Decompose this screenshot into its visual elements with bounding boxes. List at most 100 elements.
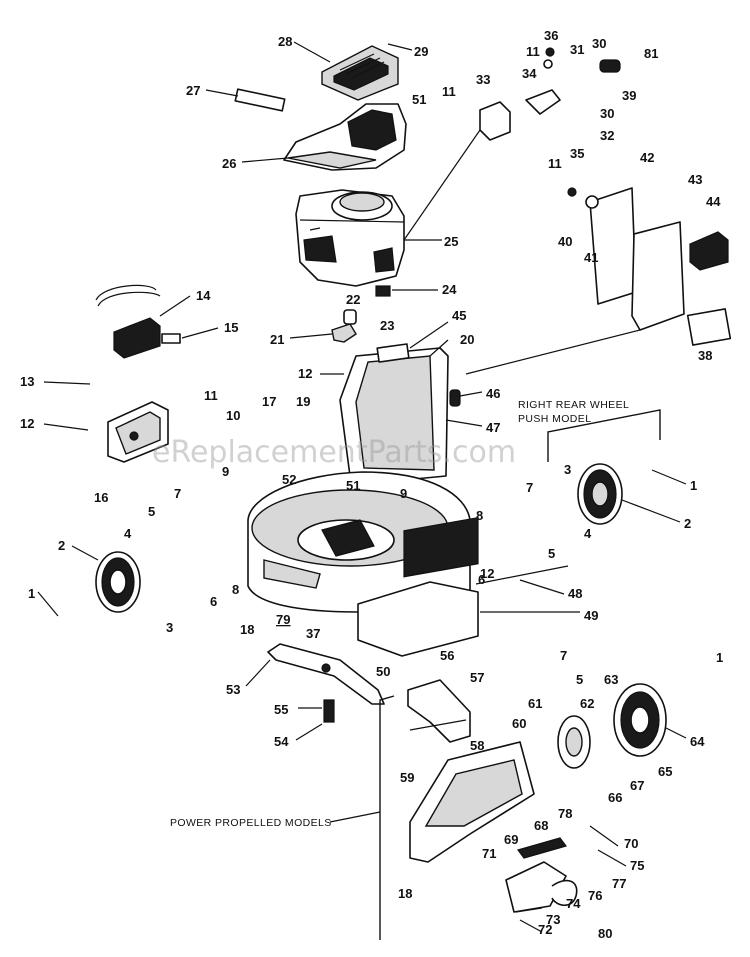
control-knob <box>343 309 357 325</box>
transmission-assembly <box>505 837 578 913</box>
right-rear-wheel <box>577 463 623 525</box>
callout-57: 57 <box>470 670 484 685</box>
callout-47: 47 <box>486 420 500 435</box>
callout-11c: 11 <box>526 44 540 59</box>
callout-33: 33 <box>476 72 490 87</box>
callout-56: 56 <box>440 648 454 663</box>
callout-17: 17 <box>262 394 276 409</box>
callout-20: 20 <box>460 332 474 347</box>
callout-46: 46 <box>486 386 500 401</box>
drive-gear <box>557 715 591 769</box>
callout-12b: 12 <box>298 366 312 381</box>
note-right-rear-line2: PUSH MODEL <box>518 413 591 425</box>
callout-60: 60 <box>512 716 526 731</box>
callout-81: 81 <box>644 46 658 61</box>
blade-bolt <box>323 699 335 723</box>
callout-11a: 11 <box>204 388 218 403</box>
callout-80: 80 <box>598 926 612 941</box>
callout-35: 35 <box>570 146 584 161</box>
callout-2a: 2 <box>58 538 65 553</box>
control-arm <box>525 89 561 115</box>
throttle-control-clip <box>331 323 357 343</box>
callout-68: 68 <box>534 818 548 833</box>
callout-51a: 51 <box>346 478 360 493</box>
spacer <box>375 285 391 297</box>
callout-73: 73 <box>546 912 560 927</box>
callout-41: 41 <box>584 250 598 265</box>
callout-14: 14 <box>196 288 211 303</box>
callout-11b: 11 <box>442 84 456 99</box>
callout-64: 64 <box>690 734 705 749</box>
callout-45: 45 <box>452 308 466 323</box>
callout-10: 10 <box>226 408 240 423</box>
callout-7c: 7 <box>560 648 567 663</box>
callout-1a: 1 <box>28 586 35 601</box>
callout-71: 71 <box>482 846 496 861</box>
note-right-rear-line1: RIGHT REAR WHEEL <box>518 399 629 411</box>
callout-23: 23 <box>380 318 394 333</box>
callout-79: 79 <box>276 612 290 627</box>
callout-24: 24 <box>442 282 457 297</box>
callout-6a: 6 <box>210 594 217 609</box>
callout-7a: 7 <box>174 486 181 501</box>
callout-1c: 1 <box>716 650 723 665</box>
callout-69: 69 <box>504 832 518 847</box>
callout-48: 48 <box>568 586 582 601</box>
callout-30a: 30 <box>592 36 606 51</box>
callout-18a: 18 <box>240 622 254 637</box>
engine-cover-top <box>321 45 399 101</box>
drive-wheel <box>613 683 667 757</box>
callout-40: 40 <box>558 234 572 249</box>
watermark: eReplacementParts.com <box>152 435 516 470</box>
power-propelled-leader <box>329 811 381 823</box>
callout-70: 70 <box>624 836 638 851</box>
callout-67: 67 <box>630 778 644 793</box>
power-propelled-bracket <box>379 695 395 940</box>
callout-4b: 4 <box>584 526 592 541</box>
model-notes: RIGHT REAR WHEEL PUSH MODEL POWER PROPEL… <box>170 399 629 829</box>
callout-3b: 3 <box>564 462 571 477</box>
callout-76: 76 <box>588 888 602 903</box>
callout-61: 61 <box>528 696 542 711</box>
axle-rod <box>475 565 569 585</box>
bolt-40 <box>567 187 577 197</box>
callout-2b: 2 <box>684 516 691 531</box>
callout-9a: 9 <box>222 464 229 479</box>
callout-32: 32 <box>600 128 614 143</box>
callout-12a: 12 <box>20 416 34 431</box>
front-left-wheel <box>95 551 141 613</box>
callout-8a: 8 <box>232 582 239 597</box>
callout-30b: 30 <box>600 106 614 121</box>
callout-77: 77 <box>612 876 626 891</box>
cap <box>599 59 621 73</box>
callout-7b: 7 <box>526 480 533 495</box>
main-leader-25 <box>403 129 481 241</box>
drive-housing <box>409 741 535 863</box>
callout-36: 36 <box>544 28 558 43</box>
callout-52: 52 <box>282 472 296 487</box>
callout-27: 27 <box>186 83 200 98</box>
callout-59: 59 <box>400 770 414 785</box>
callout-5a: 5 <box>148 504 155 519</box>
callout-9b: 9 <box>400 486 407 501</box>
engine <box>295 189 405 287</box>
callout-49: 49 <box>584 608 598 623</box>
callout-12c: 12 <box>480 566 494 581</box>
bag-handle <box>689 231 729 271</box>
callout-5c: 5 <box>576 672 583 687</box>
callout-78: 78 <box>558 806 572 821</box>
mower-blade <box>267 643 385 705</box>
callout-16: 16 <box>94 490 108 505</box>
callout-6b: 6 <box>478 572 485 587</box>
callout-18b: 18 <box>398 886 412 901</box>
callout-8b: 8 <box>476 508 483 523</box>
nut-36 <box>545 47 555 57</box>
leader-lines <box>37 41 687 933</box>
callout-53: 53 <box>226 682 240 697</box>
callout-66: 66 <box>608 790 622 805</box>
throttle-bracket <box>479 101 511 141</box>
callout-11d: 11 <box>548 156 562 171</box>
callout-51b: 51 <box>412 92 426 107</box>
callout-58: 58 <box>470 738 484 753</box>
engine-shroud <box>283 103 407 171</box>
